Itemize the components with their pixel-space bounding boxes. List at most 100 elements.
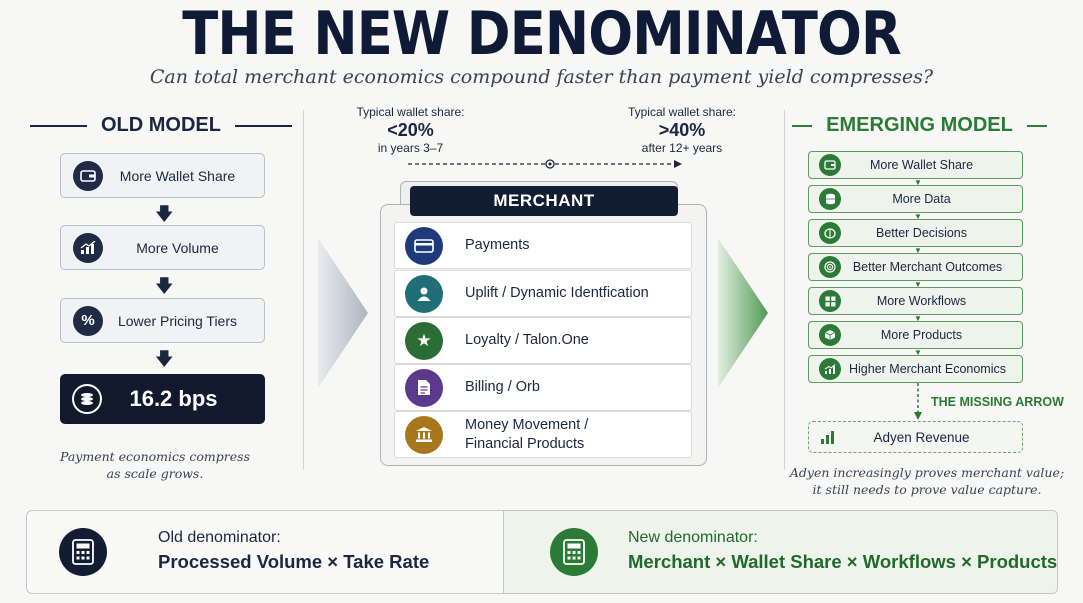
merchant-row-text: Loyalty / Talon.One	[465, 332, 589, 348]
em-step-label: More Data	[892, 192, 951, 206]
arrow-down-icon: ▼	[914, 348, 922, 357]
old-step-pricing: % Lower Pricing Tiers	[60, 298, 265, 343]
em-step-workflows: More Workflows	[808, 287, 1023, 315]
emerging-model-title: EMERGING MODEL	[826, 114, 1013, 136]
old-step-label: More Volume	[136, 239, 219, 256]
merchant-row-money-movement: Money Movement / Financial Products	[394, 411, 692, 458]
wallet-share-early: Typical wallet share: <20% in years 3–7	[343, 104, 478, 156]
caption-line: Payment economics compress	[60, 449, 250, 464]
adyen-revenue-box: Adyen Revenue	[808, 421, 1023, 453]
merchant-row-uplift: Uplift / Dynamic Identfication	[394, 270, 692, 317]
wallet-share-late: Typical wallet share: >40% after 12+ yea…	[612, 104, 752, 156]
em-step-label: Better Merchant Outcomes	[852, 260, 1003, 274]
merchant-row-loyalty: ★ Loyalty / Talon.One	[394, 317, 692, 364]
chart-up-icon	[819, 358, 841, 380]
old-step-label: Lower Pricing Tiers	[117, 312, 238, 329]
arrow-down-icon: 🡇	[155, 349, 174, 369]
wallet-share-label: Typical wallet share:	[627, 105, 737, 119]
em-step-label: More Wallet Share	[869, 158, 974, 172]
caption-line: as scale grows.	[106, 466, 204, 481]
divider	[303, 110, 304, 470]
old-step-wallet-share: More Wallet Share	[60, 153, 265, 198]
calculator-icon	[59, 528, 107, 576]
old-step-label: More Wallet Share	[119, 167, 236, 184]
arrow-down-icon: ▼	[914, 212, 922, 221]
header-rule	[235, 124, 292, 127]
emerging-model-header: EMERGING MODEL	[792, 114, 1048, 137]
merchant-row-label: Uplift / Dynamic Identfication	[465, 284, 649, 303]
em-step-economics: Higher Merchant Economics	[808, 355, 1023, 383]
merchant-row-text: Financial Products	[465, 435, 585, 452]
old-model-header: OLD MODEL	[30, 114, 292, 137]
chart-up-icon	[73, 232, 103, 263]
merchant-row-payments: Payments	[394, 222, 692, 269]
chevron-right-icon	[718, 238, 768, 388]
divider	[784, 110, 785, 470]
adyen-revenue-label: Adyen Revenue	[873, 429, 970, 445]
old-denominator-key: Old denominator:	[158, 529, 281, 546]
old-step-volume: More Volume	[60, 225, 265, 270]
caption-line: it still needs to prove value capture.	[812, 482, 1042, 497]
header-rule	[30, 124, 87, 127]
emerging-model-caption: Adyen increasingly proves merchant value…	[782, 464, 1072, 498]
page-subtitle: Can total merchant economics compound fa…	[149, 66, 934, 88]
missing-arrow-label: THE MISSING ARROW	[931, 395, 1064, 409]
merchant-row-label: Billing / Orb	[465, 378, 540, 397]
em-step-wallet-share: More Wallet Share	[808, 151, 1023, 179]
arrow-down-icon: ▼	[914, 246, 922, 255]
merchant-row-label: Money Movement / Financial Products	[465, 416, 588, 454]
timeline-arrow	[408, 159, 682, 169]
bank-icon	[405, 415, 443, 454]
old-model-caption: Payment economics compress as scale grow…	[40, 448, 270, 482]
merchant-row-billing: Billing / Orb	[394, 364, 692, 411]
wallet-share-period: after 12+ years	[641, 141, 723, 155]
bar-chart-icon	[821, 430, 843, 444]
new-denominator-formula: Merchant × Wallet Share × Workflows × Pr…	[628, 551, 1058, 572]
em-step-label: Better Decisions	[875, 226, 967, 240]
document-icon	[405, 368, 443, 407]
missing-arrow-line	[914, 383, 922, 420]
bps-value: 16.2 bps	[129, 386, 218, 411]
page-title: THE NEW DENOMINATOR	[182, 0, 901, 69]
merchant-header: MERCHANT	[410, 186, 678, 216]
em-step-data: More Data	[808, 185, 1023, 213]
old-result-bps: 16.2 bps	[60, 374, 265, 424]
arrow-down-icon: ▼	[914, 178, 922, 187]
database-icon	[819, 188, 841, 210]
wallet-share-period: in years 3–7	[377, 141, 444, 155]
calculator-icon	[550, 528, 598, 576]
new-denominator: New denominator: Merchant × Wallet Share…	[628, 527, 1057, 575]
arrow-down-icon: ▼	[914, 314, 922, 323]
box-icon	[819, 324, 841, 346]
star-icon: ★	[405, 321, 443, 360]
wallet-icon	[819, 154, 841, 176]
header-rule	[792, 124, 813, 127]
old-model-title: OLD MODEL	[101, 114, 221, 136]
merchant-row-text: Billing / Orb	[465, 379, 540, 395]
header-rule	[1026, 124, 1048, 127]
card-icon	[405, 226, 443, 265]
old-denominator-formula: Processed Volume × Take Rate	[158, 551, 430, 572]
brain-icon	[819, 222, 841, 244]
merchant-row-text: Payments	[465, 237, 530, 253]
old-denominator: Old denominator: Processed Volume × Take…	[158, 527, 429, 575]
caption-line: Adyen increasingly proves merchant value…	[789, 465, 1065, 480]
target-icon	[819, 256, 841, 278]
percent-icon: %	[73, 305, 103, 336]
em-step-label: More Products	[880, 328, 963, 342]
wallet-share-value: >40%	[658, 120, 706, 140]
user-icon	[405, 274, 443, 313]
em-step-products: More Products	[808, 321, 1023, 349]
merchant-row-text: Uplift / Dynamic Identfication	[465, 285, 649, 301]
grid-icon	[819, 290, 841, 312]
wallet-share-label: Typical wallet share:	[356, 105, 465, 119]
em-step-outcomes: Better Merchant Outcomes	[808, 253, 1023, 281]
arrow-down-icon: 🡇	[155, 276, 174, 296]
merchant-row-label: Payments	[465, 236, 529, 255]
merchant-row-label: Loyalty / Talon.One	[465, 331, 589, 350]
wallet-share-value: <20%	[387, 120, 434, 140]
merchant-row-text: Money Movement /	[465, 416, 589, 433]
em-step-label: Higher Merchant Economics	[848, 362, 1006, 376]
new-denominator-key: New denominator:	[628, 529, 758, 546]
coins-icon	[72, 384, 102, 414]
